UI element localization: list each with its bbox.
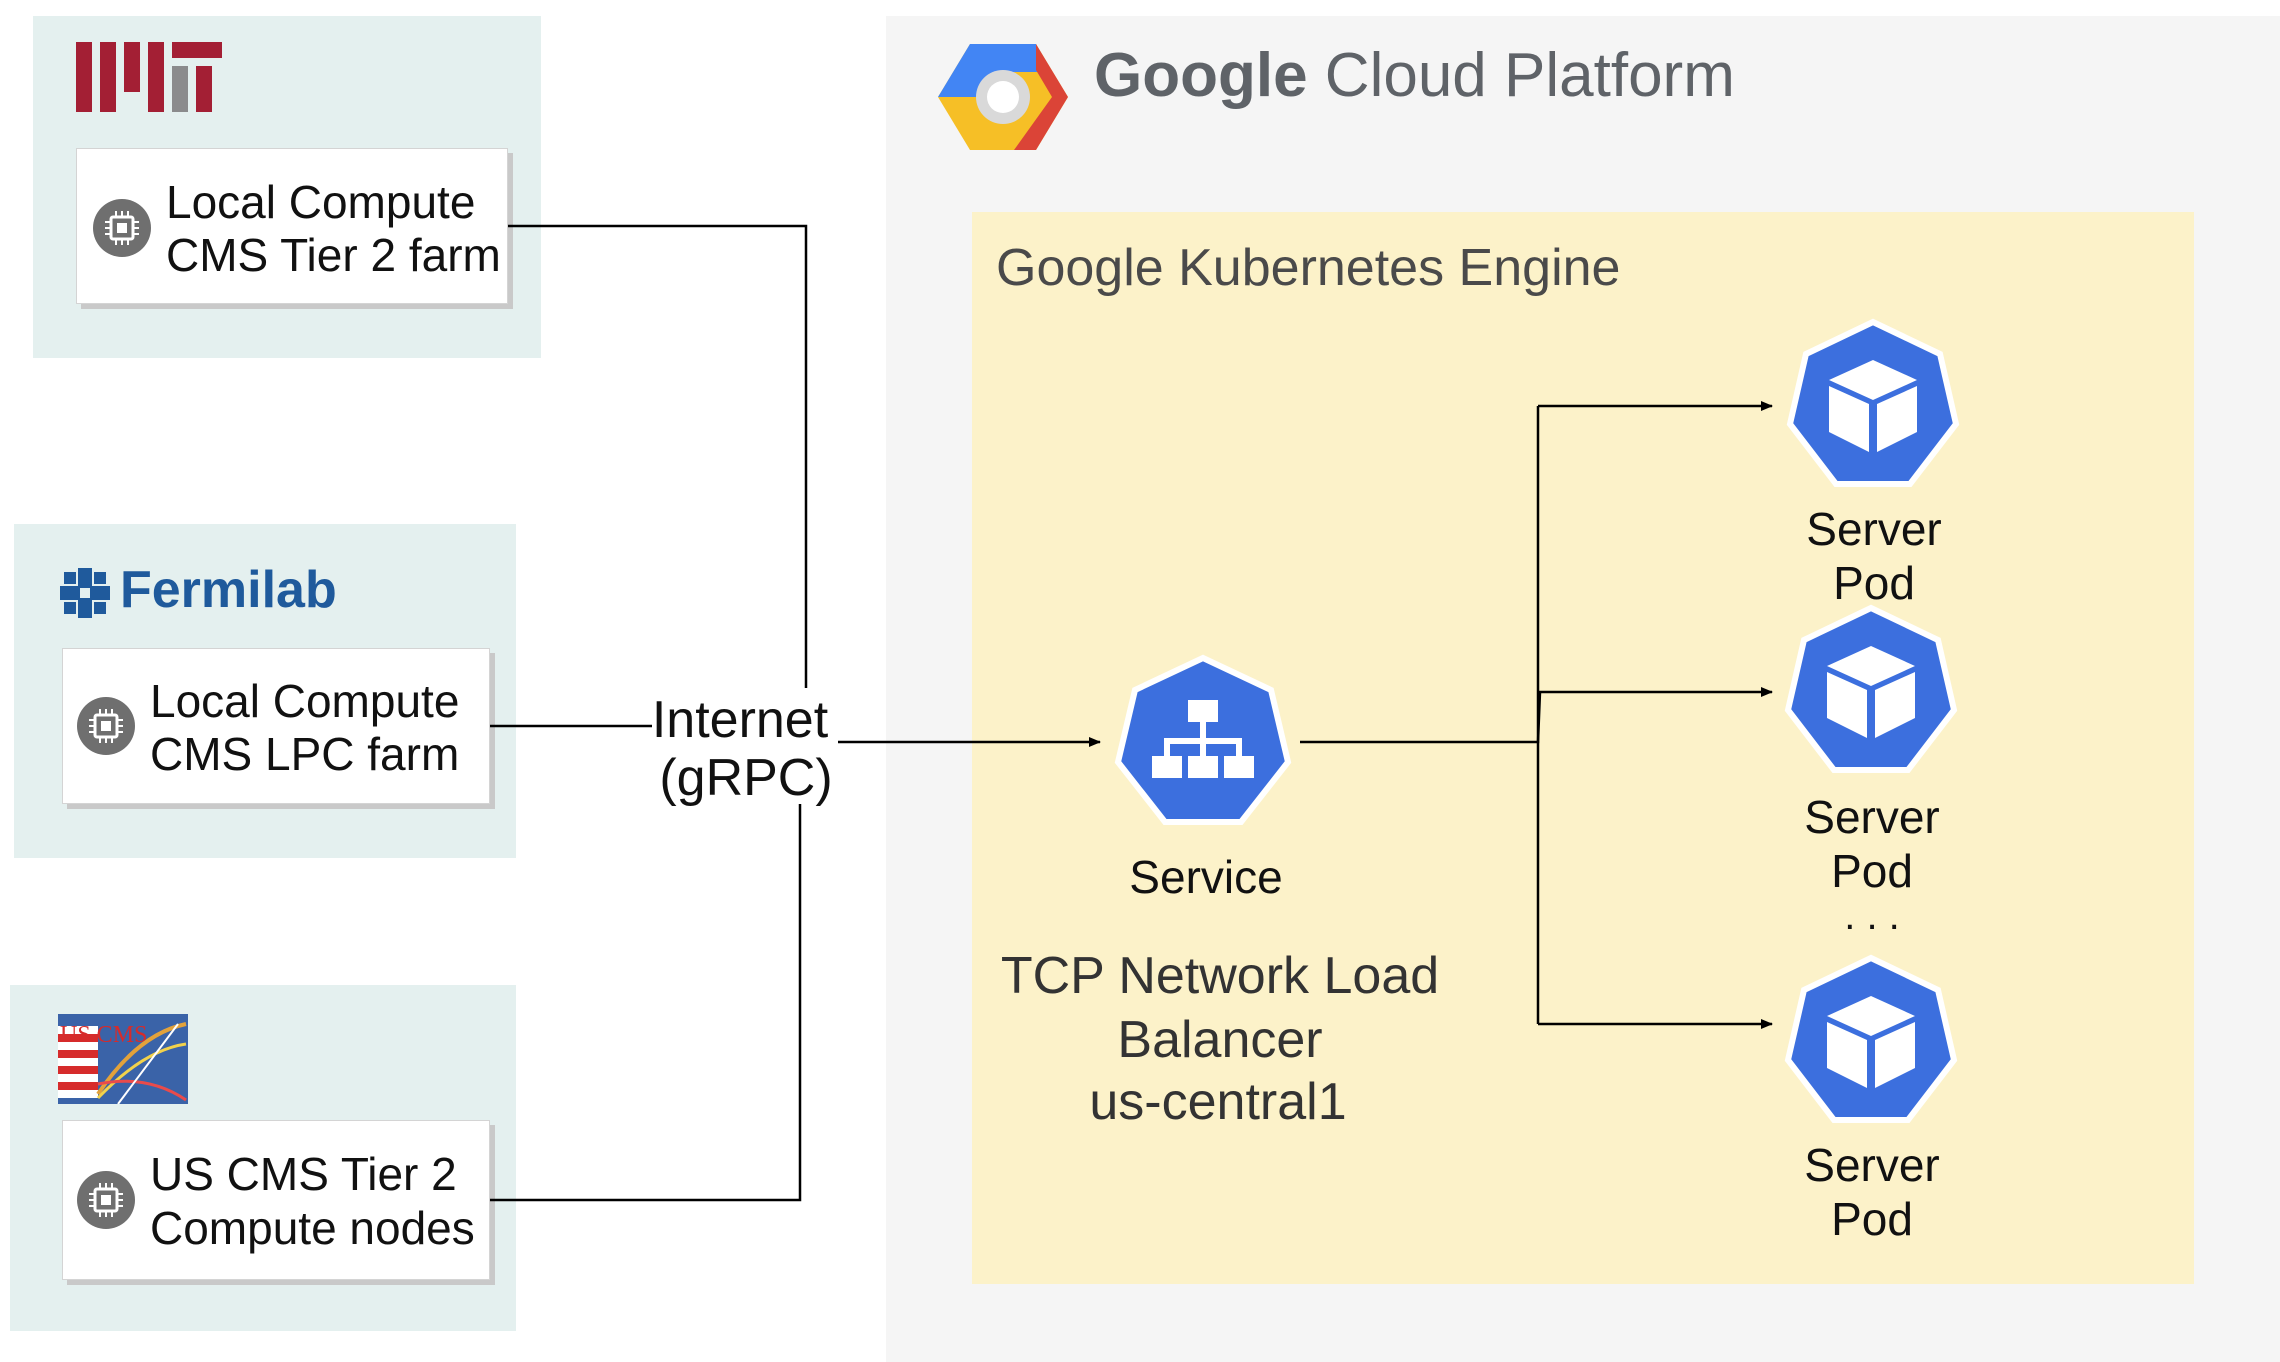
gcp-title: Google Cloud Platform [1094,40,1735,111]
server-pod-1-line2: Pod [1833,557,1915,609]
load-balancer-line2: Balancer [1117,1011,1323,1069]
load-balancer-line1: TCP Network Load [1000,947,1440,1005]
connector-mit [508,224,808,688]
gcp-title-rest: Cloud Platform [1307,41,1735,110]
compute-card-mit-line1: Local Compute [166,176,476,228]
connector-uscms [490,804,802,1202]
load-balancer-line3: us-central1 [1089,1073,1347,1131]
mit-logo [76,42,222,112]
uscms-logo-text: US CMS [60,1022,148,1048]
server-pod-icon [1786,318,1960,487]
fermilab-logo-text: Fermilab [120,561,337,619]
server-pod-icon [1784,954,1958,1123]
fermilab-logo-icon [60,568,110,618]
gcp-title-bold: Google [1094,41,1308,110]
service-icon [1114,654,1292,825]
service-label: Service [1129,851,1283,903]
server-pod-2-line1: Server [1804,791,1940,843]
gke-title: Google Kubernetes Engine [996,239,1621,297]
connector-pod-2 [1536,687,1773,743]
compute-card-uscms-line1: US CMS Tier 2 [150,1148,457,1200]
compute-card-mit-line2: CMS Tier 2 farm [166,229,501,281]
connector-service-bus [1300,406,1540,744]
internet-label-line1: Internet [651,691,829,749]
server-pod-icon [1784,604,1958,773]
compute-card-fermilab-line1: Local Compute [150,675,460,727]
server-pod-2-line2: Pod [1831,845,1913,897]
compute-card-fermilab-line2: CMS LPC farm [150,728,460,780]
server-pod-3-line2: Pod [1831,1193,1913,1245]
uscms-logo [58,1014,188,1104]
internet-label-line2: (gRPC) [659,749,833,807]
compute-card-uscms-line2: Compute nodes [150,1202,475,1254]
google-cloud-logo-icon [938,44,1068,150]
pods-ellipsis: . . . [1844,894,1900,938]
server-pod-1-line1: Server [1806,503,1942,555]
cpu-chip-icon [93,199,151,257]
cpu-chip-icon [77,1171,135,1229]
server-pod-3-line1: Server [1804,1139,1940,1191]
cpu-chip-icon [77,697,135,755]
